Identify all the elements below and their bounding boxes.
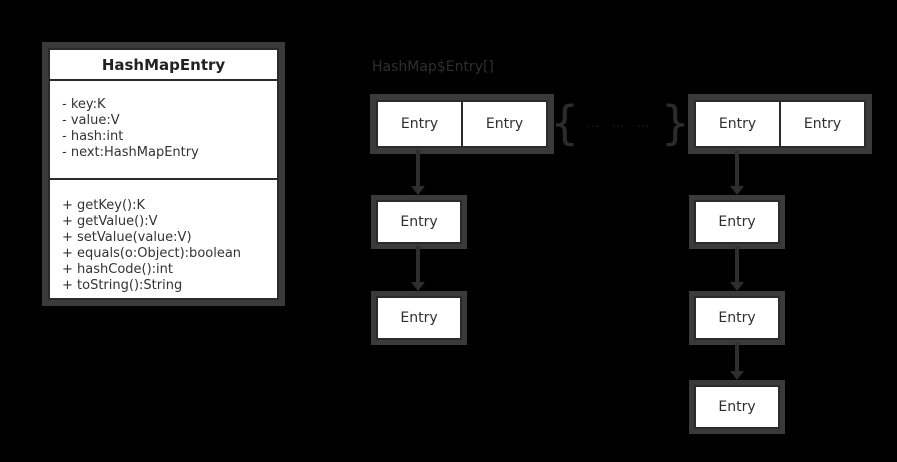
entry-array-left: Entry Entry [376, 100, 548, 148]
uml-class-box: HashMapEntry - key:K - value:V - hash:in… [48, 48, 279, 300]
uml-method: + getValue():V [62, 214, 158, 229]
open-brace: { [550, 96, 580, 150]
omission-group: { … … … } [550, 94, 690, 152]
uml-class-methods: + getKey():K + getValue():V + setValue(v… [50, 178, 277, 298]
arrow-down-icon [730, 186, 744, 195]
connector-line [416, 150, 420, 190]
uml-attribute: - next:HashMapEntry [62, 145, 199, 160]
arrow-down-icon [730, 371, 744, 380]
uml-method: + equals(o:Object):boolean [62, 246, 242, 261]
close-brace: } [660, 96, 690, 150]
uml-method: + hashCode():int [62, 262, 173, 277]
entry-node: Entry [376, 296, 462, 340]
array-type-label: HashMap$Entry[] [372, 59, 494, 75]
entry-node: Entry [694, 200, 780, 244]
connector-line [735, 150, 739, 190]
uml-method: + getKey():K [62, 198, 145, 213]
uml-class-attributes: - key:K - value:V - hash:int - next:Hash… [50, 79, 277, 178]
uml-attribute: - value:V [62, 113, 120, 128]
entry-node: Entry [694, 296, 780, 340]
array-cell: Entry [718, 116, 757, 132]
array-cell: Entry [400, 116, 439, 132]
array-cell: Entry [779, 102, 864, 146]
uml-class-title: HashMapEntry [101, 55, 226, 74]
entry-node: Entry [694, 385, 780, 429]
uml-attribute: - hash:int [62, 129, 124, 144]
entry-array-right: Entry Entry [694, 100, 866, 148]
connector-line [735, 342, 739, 376]
connector-line [416, 246, 420, 286]
array-cell: Entry [461, 102, 546, 146]
entry-node: Entry [376, 200, 462, 244]
uml-method: + setValue(value:V) [62, 230, 192, 245]
arrow-down-icon [411, 282, 425, 291]
omission-text: … … … [586, 115, 654, 131]
uml-attribute: - key:K [62, 97, 106, 112]
connector-line [735, 246, 739, 286]
uml-method: + toString():String [62, 278, 183, 293]
arrow-down-icon [730, 282, 744, 291]
arrow-down-icon [411, 186, 425, 195]
